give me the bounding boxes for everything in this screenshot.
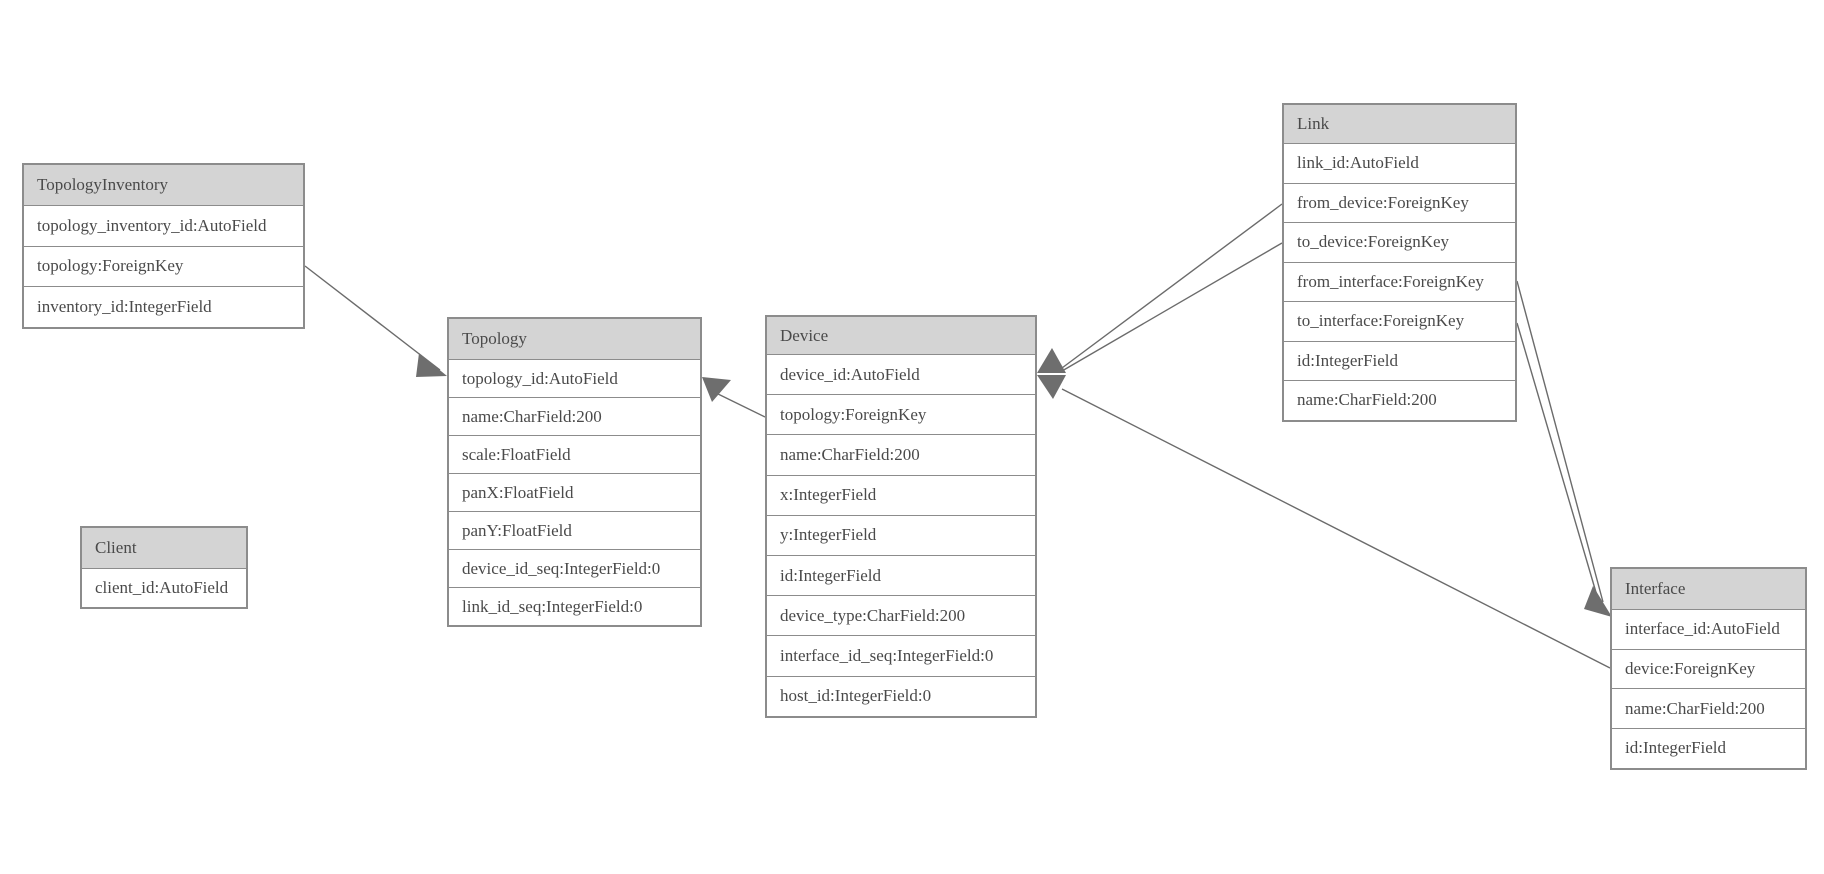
field-row: topology:ForeignKey xyxy=(24,245,303,286)
table-header: TopologyInventory xyxy=(24,165,303,205)
field-row: name:CharField:200 xyxy=(449,397,700,435)
field-row: inventory_id:IntegerField xyxy=(24,286,303,327)
field-row: topology_id:AutoField xyxy=(449,359,700,397)
rel-link-to-device-line xyxy=(1061,242,1283,372)
table-header: Device xyxy=(767,317,1035,354)
table-header: Client xyxy=(82,528,246,568)
entity-table-link: Link link_id:AutoField from_device:Forei… xyxy=(1282,103,1517,422)
field-row: device_id_seq:IntegerField:0 xyxy=(449,549,700,587)
rel-link-from-device-line xyxy=(1061,203,1283,369)
field-row: link_id:AutoField xyxy=(1284,143,1515,183)
field-row: id:IntegerField xyxy=(767,554,1035,596)
rel-link-interface-arrowhead xyxy=(1584,586,1612,617)
field-row: link_id_seq:IntegerField:0 xyxy=(449,587,700,625)
entity-table-interface: Interface interface_id:AutoField device:… xyxy=(1610,567,1807,770)
field-row: device_type:CharField:200 xyxy=(767,595,1035,636)
entity-table-device: Device device_id:AutoField topology:Fore… xyxy=(765,315,1037,718)
field-row: from_device:ForeignKey xyxy=(1284,182,1515,222)
rel-device-topology-arrowhead xyxy=(702,377,731,402)
field-row: from_interface:ForeignKey xyxy=(1284,261,1515,301)
field-row: interface_id:AutoField xyxy=(1612,609,1805,649)
table-header: Topology xyxy=(449,319,700,359)
field-row: topology_inventory_id:AutoField xyxy=(24,205,303,246)
rel-topologyinventory-topology-line xyxy=(304,265,441,371)
field-row: x:IntegerField xyxy=(767,474,1035,515)
field-row: scale:FloatField xyxy=(449,435,700,473)
entity-table-topologyinventory: TopologyInventory topology_inventory_id:… xyxy=(22,163,305,329)
field-row: panY:FloatField xyxy=(449,511,700,549)
field-row: y:IntegerField xyxy=(767,514,1035,555)
field-row: interface_id_seq:IntegerField:0 xyxy=(767,635,1035,676)
rel-topologyinventory-topology-arrowhead xyxy=(416,353,447,377)
field-row: name:CharField:200 xyxy=(767,434,1035,475)
field-row: panX:FloatField xyxy=(449,473,700,511)
field-row: host_id:IntegerField:0 xyxy=(767,675,1035,716)
field-row: to_device:ForeignKey xyxy=(1284,222,1515,262)
field-row: device_id:AutoField xyxy=(767,354,1035,395)
field-row: name:CharField:200 xyxy=(1612,688,1805,729)
rel-interface-device-line xyxy=(1061,388,1611,669)
field-row: id:IntegerField xyxy=(1612,728,1805,768)
rel-link-device-arrowhead xyxy=(1037,348,1066,373)
table-header: Link xyxy=(1284,105,1515,143)
field-row: id:IntegerField xyxy=(1284,340,1515,380)
rel-link-from-interface-line xyxy=(1516,280,1604,603)
table-header: Interface xyxy=(1612,569,1805,609)
entity-table-client: Client client_id:AutoField xyxy=(80,526,248,609)
rel-link-to-interface-line xyxy=(1516,322,1601,607)
rel-device-topology-line xyxy=(715,392,766,418)
field-row: topology:ForeignKey xyxy=(767,394,1035,435)
field-row: device:ForeignKey xyxy=(1612,648,1805,689)
rel-interface-device-arrowhead xyxy=(1037,375,1066,399)
field-row: client_id:AutoField xyxy=(82,568,246,607)
field-row: to_interface:ForeignKey xyxy=(1284,301,1515,341)
entity-table-topology: Topology topology_id:AutoField name:Char… xyxy=(447,317,702,627)
field-row: name:CharField:200 xyxy=(1284,380,1515,420)
